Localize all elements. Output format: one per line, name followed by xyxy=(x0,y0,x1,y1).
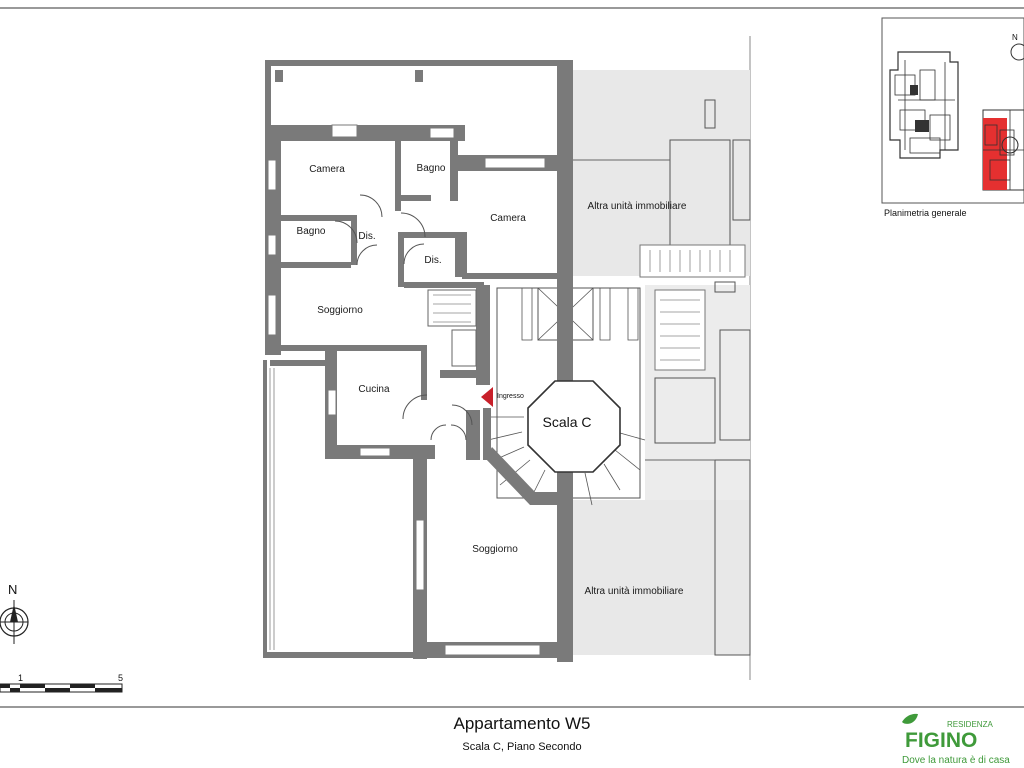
room-label-soggiorno-2: Soggiorno xyxy=(472,544,518,555)
entrance-arrow-icon xyxy=(481,387,493,407)
room-label-cucina: Cucina xyxy=(358,384,390,395)
key-plan-north: N xyxy=(1012,33,1018,42)
balcony-lines xyxy=(269,368,275,650)
room-label-camera-1: Camera xyxy=(309,164,345,175)
key-plan: N xyxy=(881,17,1024,204)
room-label-bagno-2: Bagno xyxy=(297,226,326,237)
scale-bar: 1 5 xyxy=(0,673,123,693)
leaf-icon xyxy=(902,713,918,724)
room-label-dis-1: Dis. xyxy=(358,231,375,242)
logo-name: FIGINO xyxy=(905,729,977,752)
stair-c-label: Scala C xyxy=(542,414,591,430)
entrance-label: Ingresso xyxy=(497,393,524,400)
other-unit-label-bottom: Altra unità immobiliare xyxy=(585,586,684,597)
scale-label-1: 1 xyxy=(18,673,23,683)
drawing-subtitle: Scala C, Piano Secondo xyxy=(462,741,581,753)
other-unit-area xyxy=(573,70,751,656)
compass-icon: N xyxy=(0,582,29,644)
scale-label-5: 5 xyxy=(118,673,123,683)
room-label-camera-2: Camera xyxy=(490,213,526,224)
stair-c-octagon xyxy=(527,380,621,473)
room-label-soggiorno-1: Soggiorno xyxy=(317,305,363,316)
room-label-bagno-1: Bagno xyxy=(417,163,446,174)
other-unit-label-top: Altra unità immobiliare xyxy=(588,201,687,212)
drawing-title: Appartamento W5 xyxy=(453,714,590,733)
logo-tagline: Dove la natura è di casa xyxy=(902,755,1010,766)
residenza-figino-logo: RESIDENZA FIGINO Dove la natura è di cas… xyxy=(902,713,1010,766)
room-label-dis-2: Dis. xyxy=(424,255,441,266)
apartment-walls xyxy=(263,60,573,662)
compass-north-label: N xyxy=(8,582,17,597)
logo-prefix: RESIDENZA xyxy=(947,720,993,729)
door-swings xyxy=(334,194,473,441)
key-plan-caption: Planimetria generale xyxy=(884,208,967,218)
